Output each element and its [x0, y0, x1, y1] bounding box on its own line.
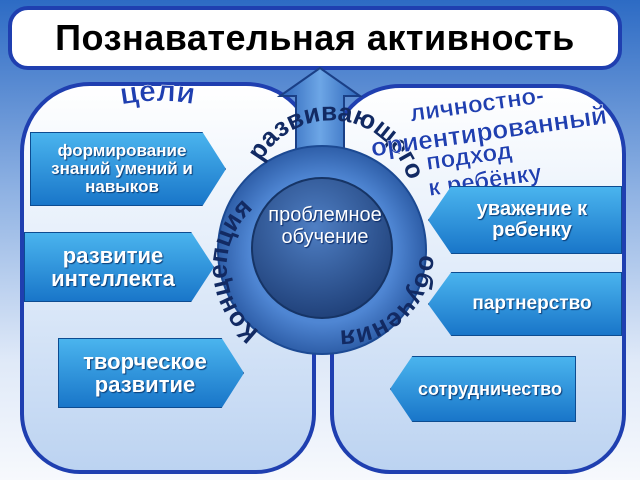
goal-label-1: формирование знаний умений и навыков [51, 141, 193, 196]
approach-cooperation: сотрудничество [390, 356, 576, 422]
approach-label-2: партнерство [472, 293, 592, 315]
approach-partnership: партнерство [428, 272, 622, 336]
goal-intellect: развитие интеллекта [24, 232, 214, 302]
approach-label-1: уважение к ребенку [476, 198, 588, 241]
up-arrow-icon [276, 66, 364, 151]
goal-label-2: развитие интеллекта [51, 242, 175, 291]
page-title: Познавательная активность [55, 17, 575, 58]
goal-creative: творческое развитие [58, 338, 244, 408]
approach-label-3: сотрудничество [418, 378, 562, 399]
title-box: Познавательная активность [8, 6, 622, 70]
center-label: проблемное обучение [268, 204, 382, 248]
goal-label-3: творческое развитие [83, 348, 207, 397]
goals-heading: цели [118, 75, 198, 112]
approach-respect: уважение к ребенку [428, 186, 622, 254]
concept-core [251, 177, 393, 319]
goal-knowledge-skills: формирование знаний умений и навыков [30, 132, 226, 206]
